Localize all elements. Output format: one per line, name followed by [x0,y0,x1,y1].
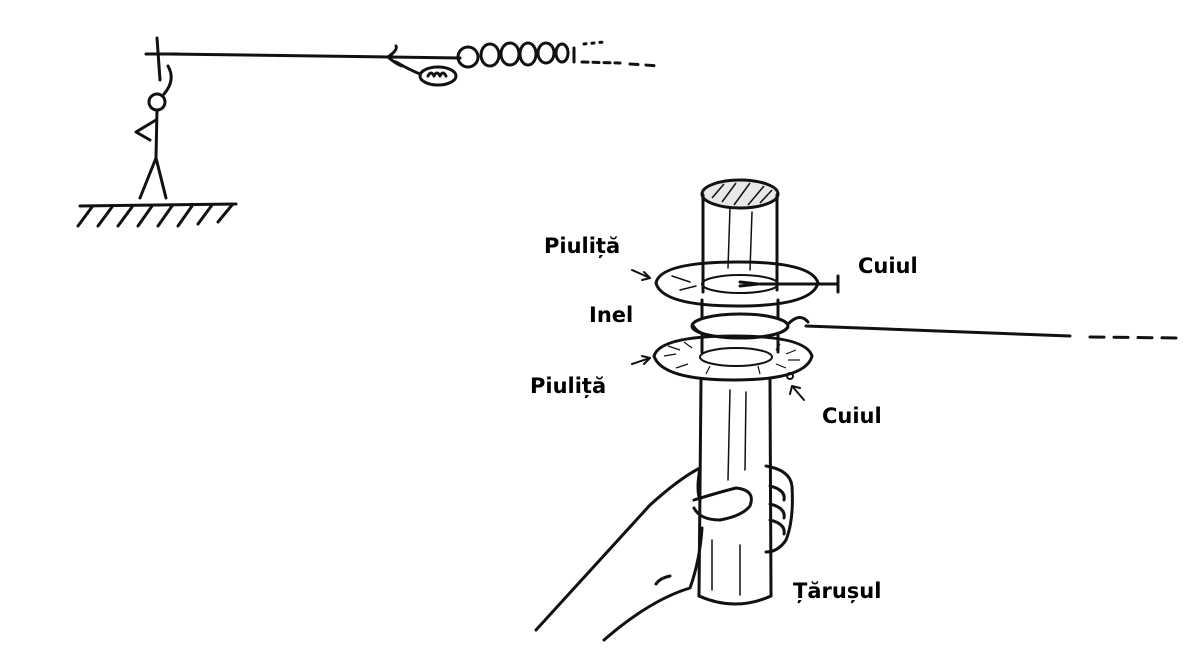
stick-figure-icon [134,36,180,200]
ring-drawing [690,312,810,340]
tether-line-top [166,44,462,68]
bottom-nut-drawing [652,334,814,382]
label-tarusul: Țărușul [793,579,882,603]
label-piulita-top: Piuliță [544,234,621,258]
stake-icon [697,178,780,606]
label-cuiul-bottom: Cuiul [822,404,882,428]
label-piulita-bottom: Piuliță [530,374,607,398]
yoyo-coil-icon [394,40,662,87]
label-pointers [631,269,805,401]
label-cuiul-top: Cuiul [858,254,918,278]
ground-hatch-icon [76,202,238,228]
hand-icon [534,464,794,642]
tether-line-right [804,324,1182,340]
top-nail-drawing [738,274,840,294]
label-inel: Inel [589,303,634,327]
